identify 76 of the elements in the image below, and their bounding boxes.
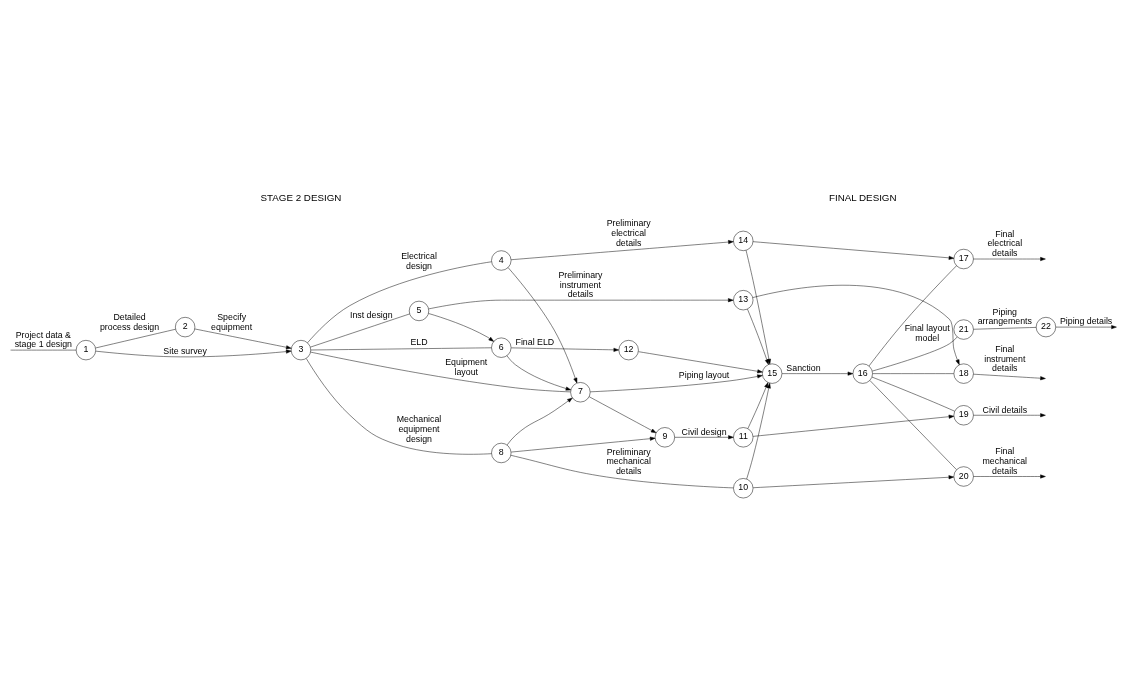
connector [310,351,571,392]
arrow [95,349,292,357]
node-circle: 13 [733,289,754,310]
node-circle: 9 [654,426,675,447]
arrow [507,266,578,383]
node-circle: 7 [570,381,591,402]
node-circle: 15 [762,363,783,384]
edge-label: Piping details [1059,315,1113,326]
edge-label: Preliminary mechanical details [606,446,651,476]
arrow [973,373,1046,380]
node-circle: 17 [953,248,974,269]
edge-label: Piping layout [678,369,730,380]
node-circle: 11 [733,426,754,447]
node-circle: 18 [953,363,974,384]
edge-label: ELD [410,336,428,347]
edge-label: Civil design [681,426,727,437]
edge-label: Final electrical details [987,228,1023,258]
edge-label: Preliminary instrument details [558,269,603,299]
node-circle: 6 [491,337,512,358]
edge-label: Detailed process design [99,311,160,332]
edge-label: Project data & stage 1 design [14,329,72,349]
edge-label: Equipment layout [445,356,488,377]
arrow [511,347,619,352]
arrow [511,436,656,452]
arrow [428,312,494,342]
arrow [638,350,763,373]
label: STAGE 2 DESIGN [260,191,342,203]
edge-label: Final mechanical details [982,445,1028,476]
arrow [752,414,955,437]
arrow [747,381,769,429]
node-circle: 4 [491,249,512,271]
arrow [973,474,1046,478]
node-circle: 20 [953,465,974,487]
edge-label: Final layout model [904,322,950,343]
edge-label: Civil details [982,404,1028,415]
edge-label: Specify equipment [211,311,253,332]
node-circle: 14 [733,230,754,251]
edge-label: Inst design [349,309,393,319]
edge-label: Electrical design [401,250,437,271]
arrow [973,412,1046,417]
arrow [510,239,734,260]
arrow [1055,324,1117,329]
arrow [194,328,292,349]
arrow [674,434,734,439]
node-circle: 16 [852,363,873,384]
edge-label: Piping arrangements [977,306,1032,326]
node-circle: 12 [618,339,639,360]
arrow [746,382,771,479]
node-circle: 19 [953,404,974,425]
edge-label: Mechanical equipment design [396,413,442,444]
node-circle: 21 [953,319,974,340]
edge-label: Final instrument details [984,343,1026,373]
edge-label: Final ELD [515,336,555,347]
label: FINAL DESIGN [828,191,897,203]
node-circle: 3 [290,339,311,360]
node-circle: 22 [1035,316,1056,337]
edge-label: Site survey [163,345,207,356]
node-circle: 10 [733,477,754,498]
node-circle: 8 [491,442,512,463]
arrow [745,249,771,364]
arrow [506,355,572,390]
arrow [506,397,573,445]
arrow [747,308,769,365]
arrow [590,374,763,392]
edge-label: Preliminary electrical details [606,217,651,247]
node-circle: 1 [75,339,96,360]
arrow [752,284,960,365]
arrow [781,371,854,376]
arrow [428,297,734,309]
arrow [973,256,1046,261]
node-circle: 2 [175,316,196,337]
edge-label: Sanction [786,362,821,373]
arrow [752,474,955,488]
arrow [588,396,657,433]
arrow [752,240,955,260]
node-circle: 5 [408,300,430,321]
